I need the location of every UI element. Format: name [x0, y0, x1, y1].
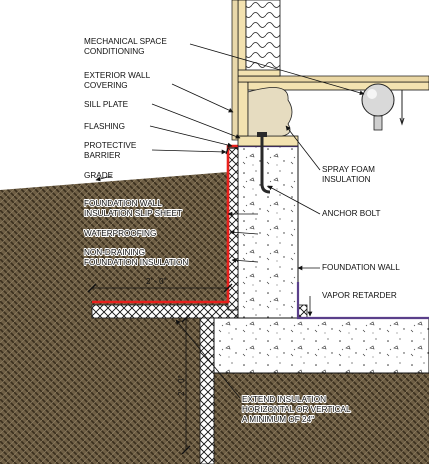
exterior-wall-covering	[231, 0, 239, 141]
dim-tick-bottom	[181, 445, 191, 455]
label-protective-2: BARRIER	[84, 151, 120, 160]
sill-plate	[237, 135, 299, 147]
rim-joist	[237, 81, 249, 137]
wall-batt-insulation	[245, 0, 281, 77]
label-slip-sheet-1: FOUNDATION WALL	[84, 199, 162, 208]
label-dim-vertical: 2' - 0"	[177, 375, 186, 396]
label-foundation-wall: FOUNDATION WALL	[322, 263, 400, 272]
mechanical-register-highlight	[367, 89, 377, 99]
duct-stub	[399, 90, 405, 126]
wall-insulation-board	[227, 145, 239, 311]
leader-lines	[95, 43, 365, 399]
label-protective-1: PROTECTIVE	[84, 141, 137, 150]
label-slip-sheet-2: INSULATION SLIP SHEET	[84, 209, 182, 218]
label-sill-plate: SILL PLATE	[84, 100, 129, 109]
label-exterior-wall-1: EXTERIOR WALL	[84, 71, 151, 80]
label-non-draining-2: FOUNDATION INSULATION	[84, 258, 188, 267]
dim-tick-left	[87, 283, 97, 293]
label-exterior-wall-2: COVERING	[84, 81, 128, 90]
label-flashing: FLASHING	[84, 122, 125, 131]
label-dim-horizontal: 2' - 0"	[146, 277, 167, 286]
footing-concrete	[213, 317, 429, 374]
label-spray-foam-1: SPRAY FOAM	[322, 165, 375, 174]
wall-stud	[237, 0, 247, 77]
spray-foam-insulation	[247, 87, 293, 137]
label-extend-3: A MINIMUM OF 24"	[242, 415, 314, 424]
vapor-retarder-slab	[296, 282, 429, 320]
waterproofing-line	[92, 144, 238, 304]
mechanical-register-stem	[373, 115, 383, 131]
label-anchor-bolt: ANCHOR BOLT	[322, 209, 381, 218]
flashing	[225, 147, 238, 155]
label-mechanical-space-2: CONDITIONING	[84, 47, 145, 56]
wall-plate	[237, 69, 281, 77]
vertical-insulation-strip	[199, 317, 215, 464]
label-extend-1: EXTEND INSULATION	[242, 395, 326, 404]
label-grade: GRADE	[84, 171, 114, 180]
label-mechanical-space-1: MECHANICAL SPACE	[84, 37, 167, 46]
foundation-wall	[237, 145, 299, 319]
subfloor	[237, 75, 429, 83]
label-non-draining-1: NON-DRAINING	[84, 248, 145, 257]
label-vapor-retarder: VAPOR RETARDER	[322, 291, 397, 300]
label-extend-2: HORIZONTAL OR VERTICAL	[242, 405, 351, 414]
mechanical-register	[361, 83, 395, 117]
dim-tick-right	[223, 283, 233, 293]
anchor-bolt-nut	[257, 132, 267, 137]
dim-tick-top	[181, 313, 191, 323]
anchor-bolt	[260, 136, 271, 194]
label-waterproofing: WATERPROOFING	[84, 229, 156, 238]
label-spray-foam-2: INSULATION	[322, 175, 371, 184]
